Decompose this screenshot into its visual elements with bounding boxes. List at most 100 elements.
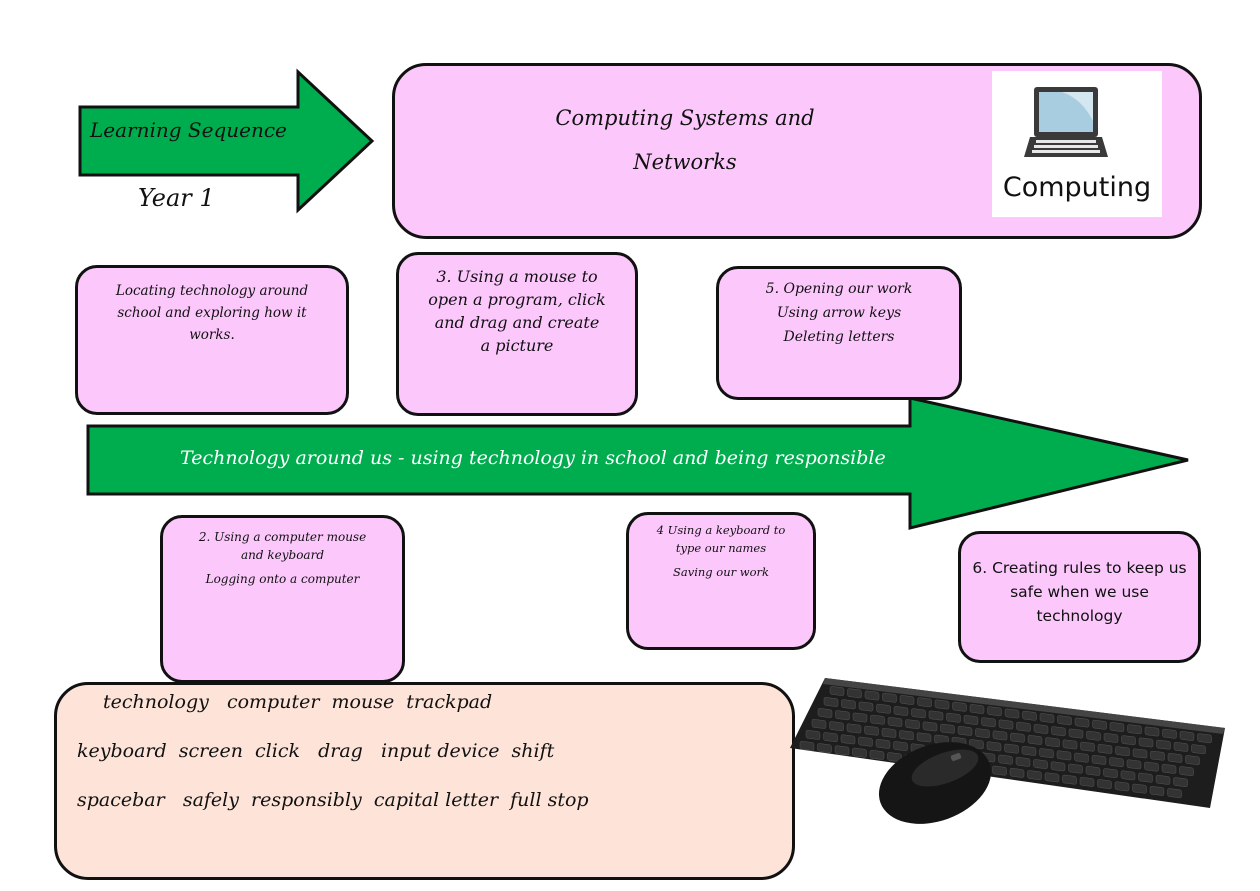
key-cap: [1045, 737, 1060, 748]
key-cap: [881, 728, 897, 738]
key-cap: [858, 736, 873, 747]
key-cap: [1185, 755, 1200, 766]
key-cap: [1179, 766, 1194, 777]
step-text: 3. Using a mouse to: [436, 267, 598, 286]
key-cap: [998, 719, 1014, 730]
key-cap: [1050, 761, 1066, 772]
key-cap: [1150, 750, 1165, 761]
key-cap: [1126, 759, 1142, 770]
key-cap: [969, 704, 985, 714]
timeline-label: Technology around us - using technology …: [180, 447, 886, 469]
step-text: a picture: [480, 336, 554, 355]
key-cap: [1086, 730, 1101, 741]
key-cap: [893, 706, 909, 716]
key-cap: [893, 741, 908, 752]
step-text: Logging onto a computer: [205, 572, 360, 586]
step-text: works.: [189, 327, 235, 343]
key-cap: [905, 719, 920, 730]
timeline-arrow: [86, 396, 1189, 530]
key-cap: [1033, 724, 1049, 734]
key-cap: [1103, 733, 1119, 743]
step-card-5: 5. Opening our work Using arrow keys Del…: [716, 266, 962, 400]
key-cap: [1161, 764, 1177, 774]
key-cap: [1062, 739, 1078, 750]
key-cap: [1039, 713, 1055, 723]
key-cap: [1056, 750, 1072, 761]
key-cap: [1144, 726, 1160, 737]
key-cap: [1115, 746, 1130, 757]
step-card-6: 6. Creating rules to keep us safe when w…: [958, 531, 1201, 663]
key-cap: [1091, 755, 1107, 765]
key-cap: [1016, 721, 1031, 732]
key-cap: [1004, 708, 1020, 719]
key-cap: [1027, 735, 1043, 745]
step-text: 6. Creating rules to keep us: [972, 559, 1187, 577]
key-cap: [864, 690, 880, 701]
step-text: safe when we use technology: [1010, 583, 1149, 625]
learning-sequence-arrow: [78, 68, 375, 214]
step-text: type our names: [675, 541, 767, 555]
step-text: Using arrow keys: [776, 305, 902, 321]
key-cap: [887, 752, 902, 763]
key-cap: [1044, 772, 1060, 783]
key-cap: [1127, 724, 1142, 735]
key-cap: [992, 730, 1008, 741]
key-cap: [1068, 763, 1083, 774]
step-text: Deleting letters: [783, 329, 895, 345]
key-cap: [1144, 761, 1159, 772]
step-card-3: 3. Using a mouse to open a program, clic…: [396, 252, 638, 416]
key-cap: [823, 697, 839, 707]
key-cap: [1162, 728, 1177, 739]
key-cap: [1173, 742, 1189, 752]
key-cap: [1155, 775, 1171, 785]
key-cap: [1138, 772, 1153, 783]
key-cap: [1080, 741, 1095, 752]
key-cap: [1120, 770, 1136, 781]
key-cap: [841, 699, 856, 710]
key-cap: [1167, 788, 1182, 799]
key-cap: [858, 701, 874, 712]
computing-logo: Computing: [992, 71, 1162, 217]
step-text: open a program, click: [428, 290, 606, 309]
key-cap: [1132, 748, 1148, 759]
key-cap: [811, 719, 827, 729]
key-cap: [1022, 710, 1037, 721]
key-cap: [934, 699, 950, 710]
key-cap: [1191, 744, 1206, 755]
key-cap: [917, 697, 932, 708]
key-cap: [1132, 783, 1147, 794]
key-cap: [1004, 743, 1019, 754]
key-cap: [987, 706, 1002, 717]
key-cap: [1033, 759, 1048, 770]
key-cap: [1015, 757, 1031, 767]
key-cap: [1173, 777, 1188, 788]
step-card-1: Locating technology around school and ex…: [75, 265, 349, 415]
key-cap: [1027, 770, 1042, 781]
year-label: Year 1: [138, 184, 215, 212]
key-cap: [1009, 768, 1025, 778]
step-text: Saving our work: [672, 565, 770, 579]
key-cap: [969, 739, 984, 750]
key-cap: [835, 710, 850, 721]
key-cap: [1085, 766, 1101, 776]
key-cap: [1121, 735, 1136, 746]
key-cap: [922, 721, 938, 732]
key-cap: [1039, 748, 1054, 759]
logo-label: Computing: [1002, 172, 1152, 203]
key-cap: [846, 723, 862, 734]
key-cap: [975, 728, 990, 739]
step-text: 5. Opening our work: [765, 281, 913, 297]
step-text: and drag and create: [434, 313, 600, 332]
key-cap: [1109, 722, 1125, 732]
key-cap: [887, 717, 903, 727]
vocabulary-box: technology computer mouse trackpad keybo…: [54, 682, 795, 880]
step-card-2: 2. Using a computer mouse and keyboard L…: [160, 515, 405, 683]
key-cap: [1167, 753, 1183, 763]
key-cap: [1097, 744, 1113, 754]
key-cap: [1138, 737, 1154, 748]
key-cap: [829, 686, 845, 696]
key-cap: [940, 723, 955, 734]
key-cap: [986, 741, 1002, 752]
key-cap: [911, 708, 926, 719]
